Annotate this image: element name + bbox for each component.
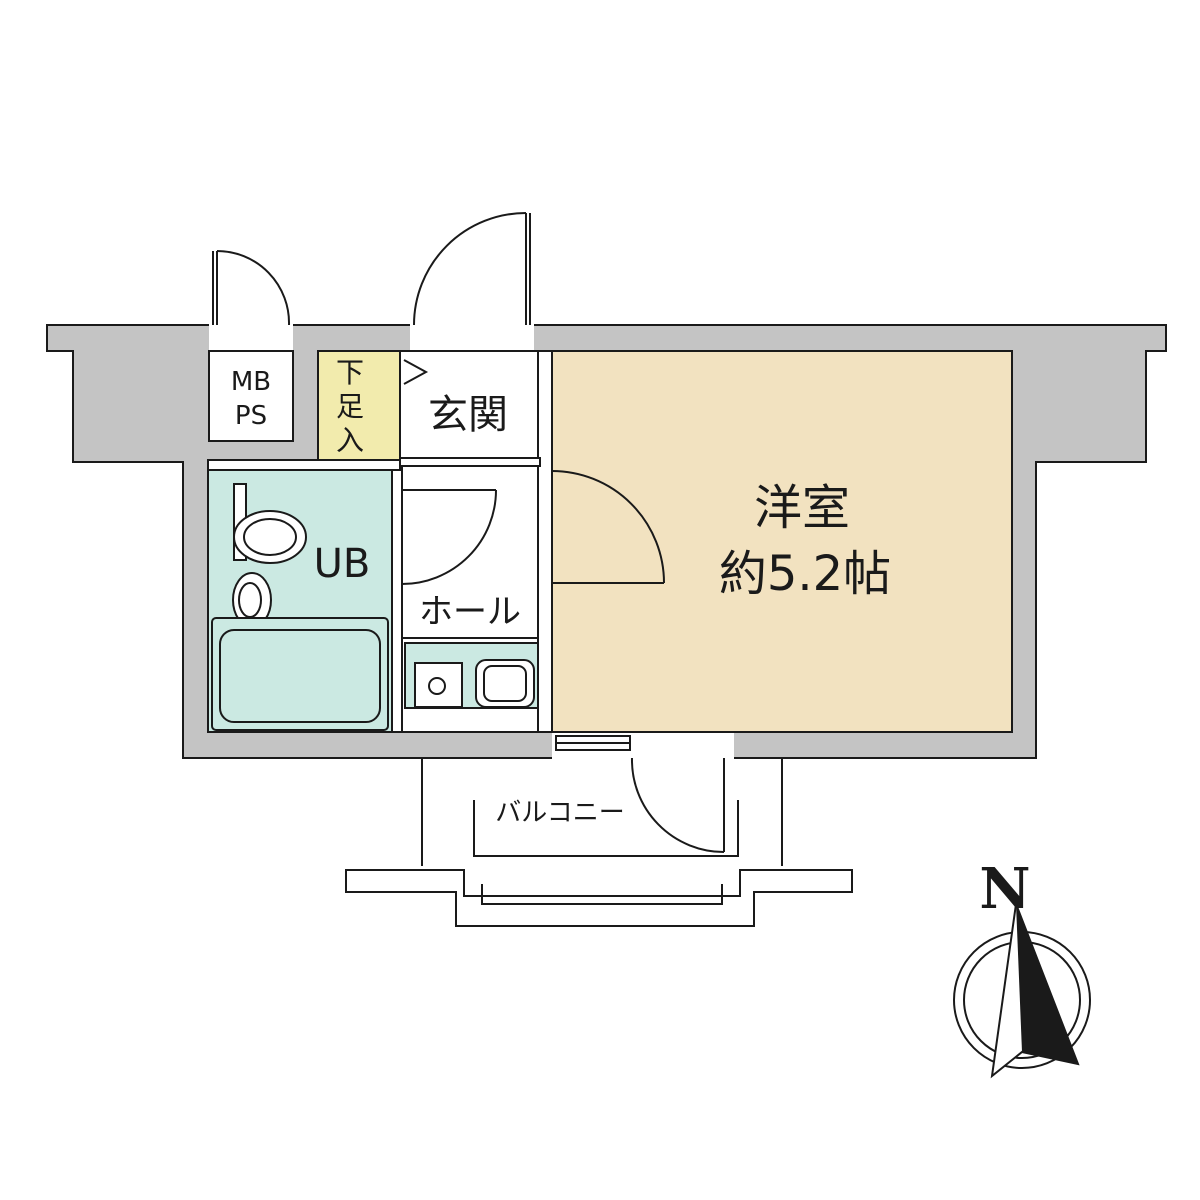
western-room-size: 約5.2帖 [719,546,891,602]
toilet-icon [233,483,307,564]
svg-text:下: 下 [336,356,364,389]
western-room-label: 洋室 [754,480,850,536]
mbps-door [212,250,291,326]
hall-label: ホール [419,592,521,632]
balcony-outline [345,758,853,927]
bath-door [401,489,497,585]
partition-walls [207,350,553,733]
svg-text:足: 足 [336,390,364,423]
balcony-label: バルコニー [495,798,624,828]
western-room-floor [551,350,1013,733]
meter-box-label-ps: PS [235,401,267,431]
shoe-box [317,350,401,468]
room-door [551,470,665,584]
meter-box-label-mb: MB [231,367,271,397]
mbps-closet [208,350,294,442]
entrance-door-gap [410,323,534,353]
stove-icon [414,662,463,708]
bathtub-icon [211,617,389,731]
sink-icon [475,659,535,708]
entrance-step-marker [403,359,429,385]
entrance-label: 玄関 [428,392,508,438]
svg-text:入: 入 [336,424,364,457]
entrance-door [413,212,531,326]
compass: N [953,856,1091,1079]
compass-north-label: N [979,856,1030,922]
balcony-door [555,735,725,853]
unit-bath-label: UB [314,541,371,587]
shoe-box-label: 下 足 入 [336,356,364,457]
mbps-door-gap [209,323,293,353]
